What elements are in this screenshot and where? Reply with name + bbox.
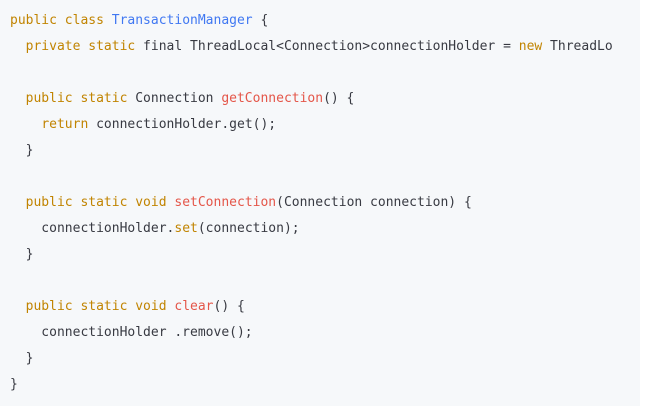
code-token: clear — [174, 299, 214, 314]
code-token: return — [41, 117, 89, 132]
code-token — [10, 91, 26, 106]
code-token — [10, 117, 41, 132]
code-token: () { — [213, 299, 245, 314]
code-token — [10, 39, 26, 54]
code-token: new — [518, 39, 543, 54]
code-line: } — [10, 346, 613, 372]
code-line: public class TransactionManager { — [10, 8, 613, 34]
code-token: { — [252, 13, 269, 28]
code-token: public static void — [25, 299, 167, 314]
code-token: connectionHolder.get(); — [88, 117, 277, 132]
code-line: return connectionHolder.get(); — [10, 112, 613, 138]
code-line: connectionHolder.set(connection); — [10, 216, 613, 242]
code-token: public class — [10, 13, 112, 28]
code-token: private static — [25, 39, 136, 54]
code-line: public static void clear() { — [10, 294, 613, 320]
code-token — [10, 195, 26, 210]
code-token: ThreadLo — [542, 39, 613, 54]
code-line: public static void setConnection(Connect… — [10, 190, 613, 216]
code-line — [10, 60, 613, 86]
code-token: connectionHolder .remove(); — [10, 325, 253, 340]
code-token: setConnection — [174, 195, 277, 210]
code-line: connectionHolder .remove(); — [10, 320, 613, 346]
code-token: Connection — [127, 91, 222, 106]
code-token: (connection); — [197, 221, 300, 236]
code-line — [10, 268, 613, 294]
code-token: TransactionManager — [111, 13, 253, 28]
page-margin — [640, 0, 646, 406]
code-token: } — [10, 143, 34, 158]
code-token: set — [174, 221, 198, 236]
code-token — [10, 299, 26, 314]
code-token: (Connection connection) { — [276, 195, 472, 210]
code-line: } — [10, 242, 613, 268]
code-line — [10, 164, 613, 190]
code-token: getConnection — [221, 91, 324, 106]
code-token: public static void — [25, 195, 167, 210]
code-content: public class TransactionManager { privat… — [10, 8, 613, 398]
code-token: } — [10, 351, 34, 366]
code-token: final ThreadLocal<Connection>connectionH… — [135, 39, 519, 54]
code-token: () { — [323, 91, 355, 106]
code-line: } — [10, 138, 613, 164]
code-line: private static final ThreadLocal<Connect… — [10, 34, 613, 60]
code-token: } — [10, 247, 34, 262]
code-token: connectionHolder. — [10, 221, 175, 236]
code-token: } — [10, 377, 18, 392]
code-line: } — [10, 372, 613, 398]
code-token: public static — [25, 91, 128, 106]
code-line: public static Connection getConnection()… — [10, 86, 613, 112]
